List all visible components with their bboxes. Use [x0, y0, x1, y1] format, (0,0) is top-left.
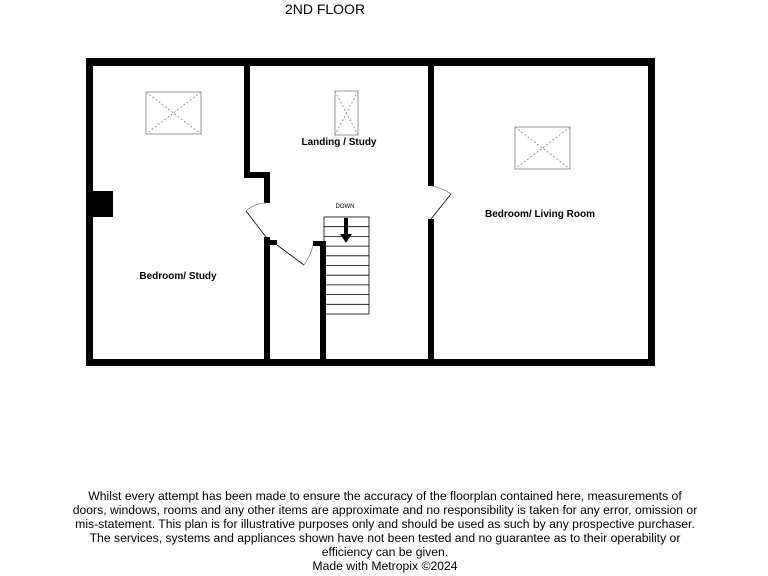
partition-wall — [320, 241, 326, 359]
outer-wall-right — [648, 58, 655, 366]
room-label-landing-study: Landing / Study — [302, 137, 377, 148]
partition-wall — [264, 240, 277, 245]
outer-wall-top — [86, 58, 655, 66]
skylight-icon — [334, 90, 359, 136]
door-leaf — [245, 210, 267, 238]
disclaimer: Whilst every attempt has been made to en… — [70, 489, 700, 573]
credit-text: Made with Metropix ©2024 — [312, 559, 458, 573]
door-leaf — [430, 193, 452, 220]
door-swing-arc — [430, 185, 452, 195]
partition-wall — [264, 172, 270, 203]
room-label-bedroom-living-room: Bedroom/ Living Room — [485, 209, 595, 220]
doors — [245, 185, 452, 266]
door-leaf — [276, 244, 305, 266]
outer-wall-bottom — [86, 359, 655, 366]
skylight-icon — [145, 91, 202, 135]
walls — [86, 58, 655, 366]
partition-wall — [313, 241, 326, 246]
partition-wall — [264, 237, 270, 359]
partition-wall — [428, 219, 434, 359]
door-swing-arc — [303, 244, 314, 266]
stairs-down-arrow-icon — [340, 218, 352, 243]
skylight-icon — [514, 126, 571, 170]
skylights — [145, 90, 571, 170]
floor-title: 2ND FLOOR — [284, 1, 366, 17]
partition-wall — [244, 66, 250, 178]
chimney-breast — [93, 191, 113, 217]
door-swing-arc — [245, 202, 267, 212]
outer-wall-left — [86, 58, 93, 366]
disclaimer-text: Whilst every attempt has been made to en… — [72, 489, 698, 559]
stairs-label: DOWN — [336, 204, 355, 210]
partition-wall — [244, 172, 270, 178]
room-label-bedroom-study: Bedroom/ Study — [139, 271, 217, 282]
partition-wall — [428, 66, 434, 186]
